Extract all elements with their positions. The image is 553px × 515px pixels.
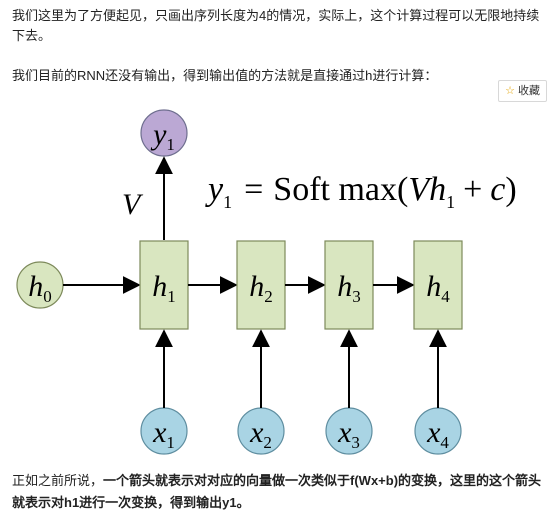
initial-state-label: h0 bbox=[28, 270, 52, 306]
rnn-diagram: y1=Soft max(Vh1+c) y1 V h0 h1 h2 h3 h4 x1 x2… bbox=[16, 109, 517, 455]
hidden-state-label-h3: h3 bbox=[337, 270, 361, 306]
input-node-label-x3: x3 bbox=[337, 416, 360, 452]
softmax-formula: y1=Soft max(Vh1+c) bbox=[205, 171, 517, 212]
input-node-label-x4: x4 bbox=[426, 416, 449, 452]
hidden-state-h4 bbox=[413, 240, 463, 330]
hidden-state-label-h1: h1 bbox=[152, 270, 176, 306]
explanation-bold: 一个箭头就表示对对应的向量做一次类似于f(Wx+b)的变换，这里的这个箭头就表示… bbox=[12, 473, 542, 510]
paragraph-intro: 我们这里为了方便起见，只画出序列长度为4的情况，实际上，这个计算过程可以无限地持… bbox=[12, 8, 540, 43]
paragraph-arrow-explanation: 正如之前所说，一个箭头就表示对对应的向量做一次类似于f(Wx+b)的变换，这里的… bbox=[12, 470, 542, 514]
output-node-label: y1 bbox=[150, 118, 175, 154]
hidden-state-label-h4: h4 bbox=[426, 270, 450, 306]
output-node-y1 bbox=[140, 109, 188, 157]
hidden-state-h1 bbox=[139, 240, 189, 330]
hidden-state-label-h2: h2 bbox=[249, 270, 273, 306]
star-icon: ☆ bbox=[505, 85, 515, 97]
input-node-label-x2: x2 bbox=[249, 416, 272, 452]
favorite-label: 收藏 bbox=[518, 85, 540, 97]
explanation-prefix: 正如之前所说， bbox=[12, 473, 104, 488]
input-node-label-x1: x1 bbox=[152, 416, 175, 452]
favorite-button[interactable]: ☆ 收藏 bbox=[498, 80, 547, 102]
weight-v-label: V bbox=[122, 188, 144, 221]
paragraph-output-method: 我们目前的RNN还没有输出，得到输出值的方法就是直接通过h进行计算： bbox=[12, 68, 438, 83]
